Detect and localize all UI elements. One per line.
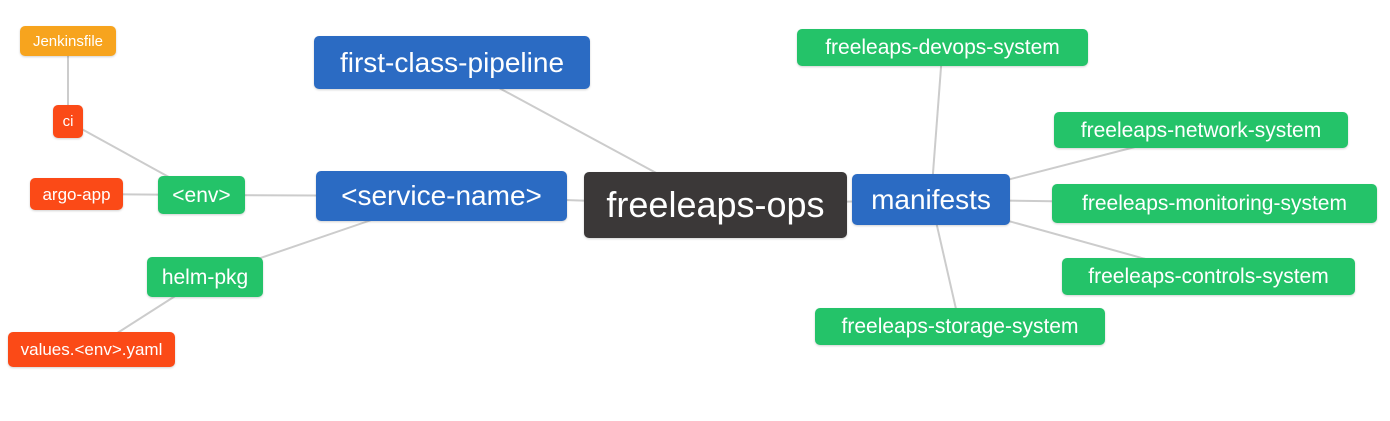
- node-freeleaps-controls-system[interactable]: freeleaps-controls-system: [1062, 258, 1355, 295]
- node-env[interactable]: <env>: [158, 176, 245, 214]
- node-freeleaps-devops-system[interactable]: freeleaps-devops-system: [797, 29, 1088, 66]
- node-helm-pkg[interactable]: helm-pkg: [147, 257, 263, 297]
- node-first-class-pipeline[interactable]: first-class-pipeline: [314, 36, 590, 89]
- node-service-name[interactable]: <service-name>: [316, 171, 567, 221]
- node-freeleaps-ops[interactable]: freeleaps-ops: [584, 172, 847, 238]
- node-manifests[interactable]: manifests: [852, 174, 1010, 225]
- node-freeleaps-network-system[interactable]: freeleaps-network-system: [1054, 112, 1348, 148]
- node-argo-app[interactable]: argo-app: [30, 178, 123, 210]
- node-freeleaps-monitoring-system[interactable]: freeleaps-monitoring-system: [1052, 184, 1377, 223]
- node-freeleaps-storage-system[interactable]: freeleaps-storage-system: [815, 308, 1105, 345]
- node-values-env-yaml[interactable]: values.<env>.yaml: [8, 332, 175, 367]
- node-ci[interactable]: ci: [53, 105, 83, 138]
- node-jenkinsfile[interactable]: Jenkinsfile: [20, 26, 116, 56]
